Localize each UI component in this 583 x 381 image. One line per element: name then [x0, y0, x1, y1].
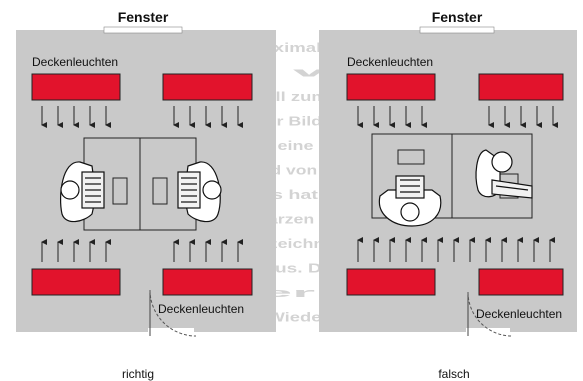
light-rays-bottom	[357, 237, 555, 262]
window-label: Fenster	[118, 9, 169, 25]
ceiling-light	[31, 268, 121, 296]
window-opening	[103, 26, 183, 34]
light-rays-top	[41, 106, 243, 128]
person-icon	[177, 161, 222, 223]
desk	[451, 133, 533, 219]
light-rays-top	[357, 106, 558, 128]
light-rays-bottom	[41, 239, 243, 262]
caption: richtig	[122, 367, 154, 381]
window-label: Fenster	[432, 9, 483, 25]
ceiling-light	[346, 73, 436, 101]
ceiling-light	[346, 268, 436, 296]
monitor	[112, 177, 128, 205]
monitor	[397, 149, 425, 165]
ceiling-light	[478, 73, 564, 101]
ceiling-light	[162, 268, 253, 296]
room-correct: Fenster Deckenleuchten	[16, 9, 276, 381]
bottom-lights-label: Deckenleuchten	[158, 302, 244, 316]
person-icon	[378, 175, 442, 227]
person-icon	[475, 149, 533, 199]
room-wrong: Fenster Deckenleuchten	[319, 9, 577, 381]
top-lights-label: Deckenleuchten	[32, 55, 118, 69]
window-opening	[419, 26, 495, 34]
bottom-lights-label: Deckenleuchten	[476, 307, 562, 321]
ceiling-light	[31, 73, 121, 101]
ceiling-light	[478, 268, 564, 296]
ceiling-light	[162, 73, 253, 101]
door	[466, 291, 513, 337]
person-icon	[59, 161, 105, 223]
door	[148, 289, 197, 337]
monitor	[152, 177, 168, 205]
top-lights-label: Deckenleuchten	[347, 55, 433, 69]
caption: falsch	[438, 367, 469, 381]
